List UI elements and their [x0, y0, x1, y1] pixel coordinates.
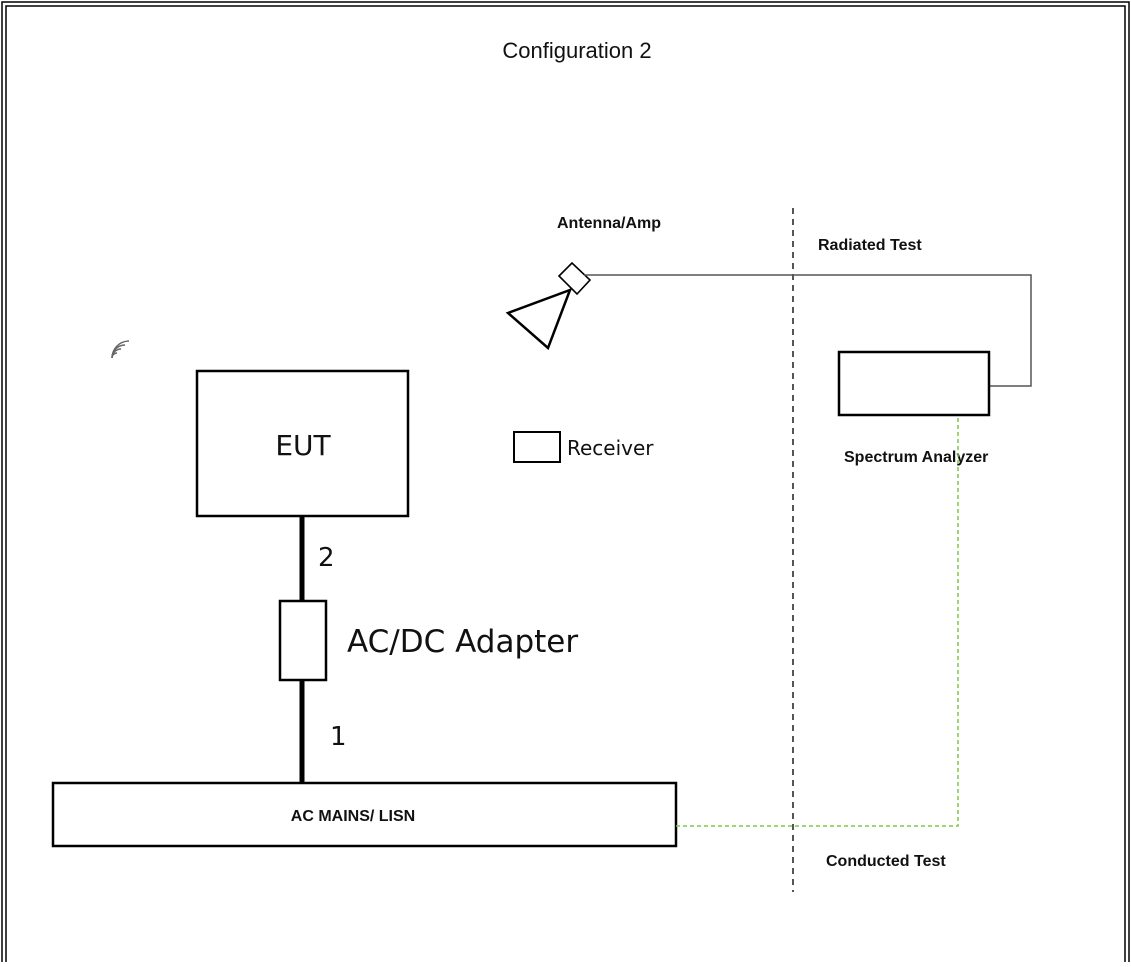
- horn-antenna-icon: [505, 261, 592, 351]
- eut-box: [195, 369, 410, 518]
- wifi-signal-icon: [111, 340, 130, 359]
- spectrum-analyzer-label: Spectrum Analyzer: [844, 449, 988, 466]
- adapter-label: AC/DC Adapter: [347, 624, 578, 660]
- mains-lisn-box: [51, 781, 678, 848]
- adapter-box: [278, 599, 328, 682]
- cable-2-label: 2: [318, 543, 335, 573]
- radiated-test-label: Radiated Test: [818, 237, 922, 254]
- antenna-label: Antenna/Amp: [557, 215, 661, 232]
- eut-label: EUT: [275, 429, 331, 462]
- spectrum-analyzer-box: [837, 350, 991, 417]
- cable-1-label: 1: [330, 722, 347, 752]
- radiated-signal-path: [584, 274, 1032, 387]
- receiver-label: Receiver: [567, 436, 654, 460]
- conducted-signal-path: [676, 416, 959, 827]
- conducted-test-label: Conducted Test: [826, 853, 946, 870]
- receiver-box: [513, 431, 561, 463]
- diagram-title: Configuration 2: [502, 38, 651, 63]
- mains-lisn-label: AC MAINS/ LISN: [291, 808, 415, 825]
